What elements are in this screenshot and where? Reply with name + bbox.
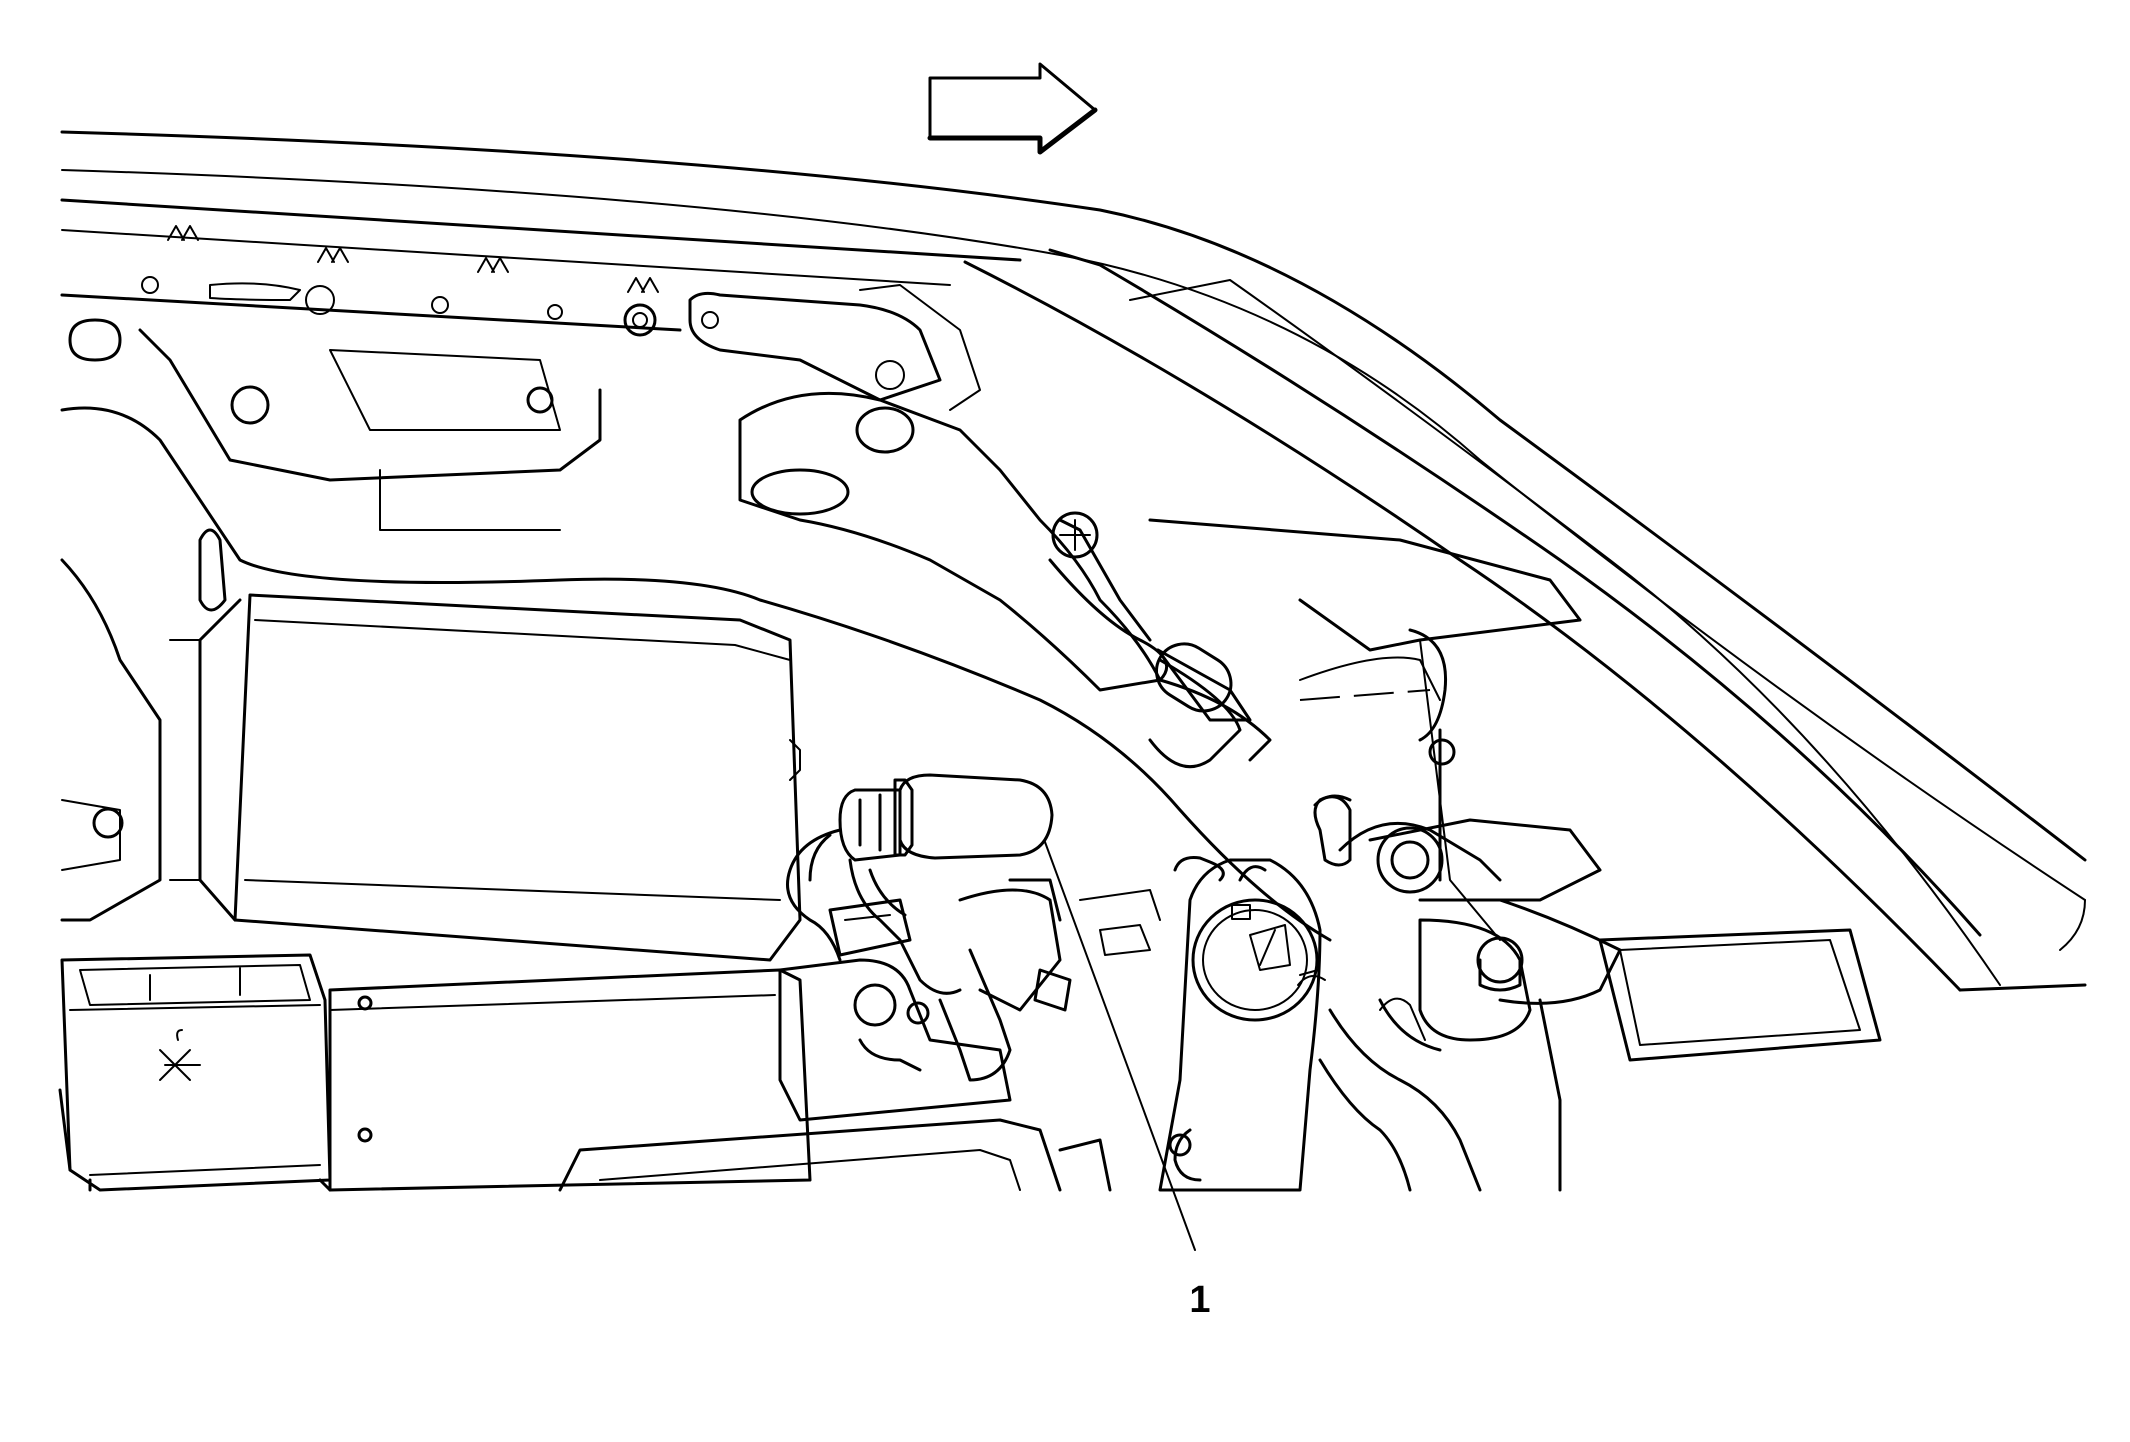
- callout-leader-1: [1044, 841, 1196, 1251]
- strut-tower: [738, 391, 1272, 769]
- arrow-right-icon: [927, 62, 1098, 155]
- strut-mount: [1313, 794, 1882, 1062]
- air-box: [88, 968, 1112, 1192]
- hood-latch: [688, 284, 981, 411]
- upper-frame: [60, 318, 1332, 942]
- body-side-left: [60, 558, 373, 1143]
- harness-connectors: [778, 878, 1161, 1122]
- headlamp-bulb-socket: [786, 773, 1054, 995]
- radiator-support: [60, 198, 1022, 337]
- fender-inner-panel: [1148, 518, 1602, 941]
- hood-edge: [60, 130, 2087, 992]
- callout-label-1: 1: [1189, 1279, 1211, 1321]
- fuse-box: [169, 528, 802, 962]
- washer-fluid-cap: [1158, 856, 1326, 1192]
- lower-hoses: [1168, 997, 1562, 1192]
- battery-terminal-cover: [58, 953, 332, 1192]
